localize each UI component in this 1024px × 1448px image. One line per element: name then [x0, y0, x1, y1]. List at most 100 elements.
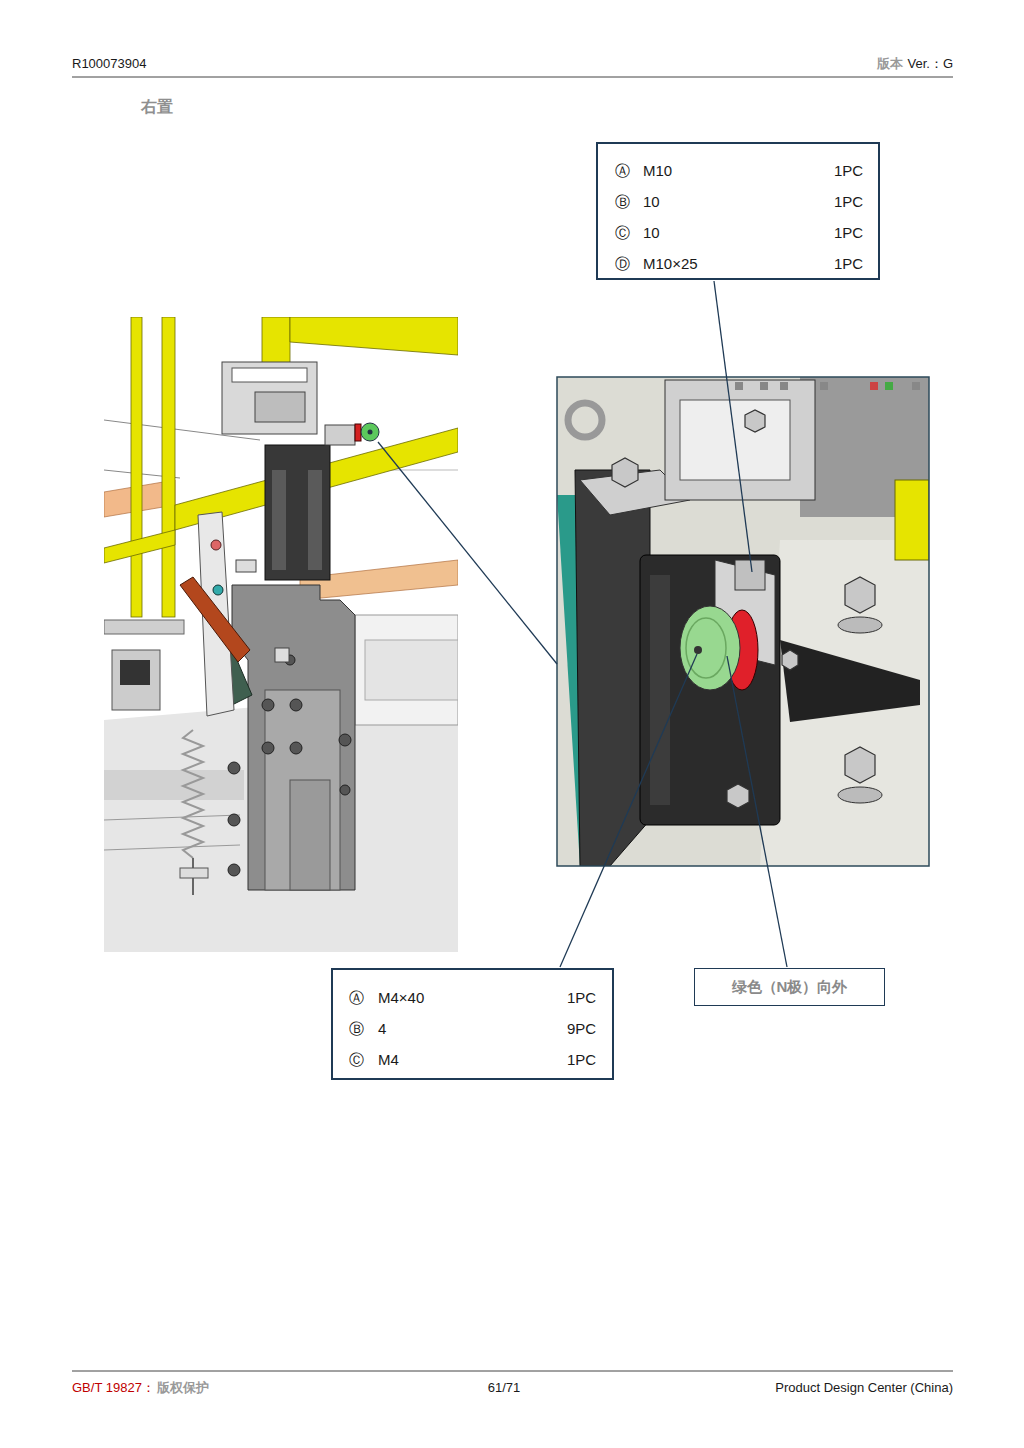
quantity: 1PC — [834, 193, 863, 211]
quantity: 1PC — [834, 255, 863, 273]
leader-lines-shape — [560, 654, 697, 967]
item-letter: Ⓒ — [349, 1051, 364, 1069]
left-render-shape — [255, 392, 305, 422]
left-render-shape — [112, 650, 160, 710]
right-render-shape-shape — [845, 577, 875, 613]
left-render-shape — [355, 424, 361, 441]
right-render-shape-shape — [727, 784, 749, 808]
left-render-shape — [290, 317, 458, 355]
item-letter: Ⓑ — [615, 193, 630, 211]
section-title: 右置 — [141, 97, 173, 117]
part-spec: 10 — [643, 224, 660, 242]
left-render-shape — [325, 425, 355, 445]
right-render-shape-shape — [745, 410, 765, 432]
leader-lines-shape — [727, 656, 787, 967]
right-render-shape-shape — [885, 382, 893, 390]
right-render-shape-shape — [912, 382, 920, 390]
left-render-shape — [120, 660, 150, 685]
left-render-shape — [213, 585, 223, 595]
quantity: 1PC — [567, 1051, 596, 1069]
left-render-shape — [104, 690, 458, 952]
item-letter: Ⓐ — [615, 162, 630, 180]
right-render-shape — [557, 377, 929, 866]
note-box: 绿色（N极）向外 — [694, 968, 885, 1006]
rule-lines-shape — [72, 77, 953, 78]
left-render-shape-shape — [339, 734, 351, 746]
right-render-shape-shape — [735, 382, 743, 390]
right-render-shape — [694, 646, 702, 654]
left-render-shape — [232, 368, 307, 382]
left-render-shape — [361, 423, 379, 441]
department-name: Product Design Center (China) — [775, 1380, 953, 1396]
left-render-shape — [162, 317, 175, 617]
right-render-shape — [650, 575, 670, 805]
left-render-shape — [180, 577, 250, 662]
part-icons — [455, 150, 788, 1066]
left-render-shape — [104, 845, 240, 850]
right-render-shape-shape — [845, 747, 875, 783]
left-render-shape — [272, 470, 286, 570]
right-render-shape-shape — [780, 382, 788, 390]
left-render-shape-shape — [228, 864, 240, 876]
left-render-shape-shape — [290, 699, 302, 711]
right-render-shape-shape — [612, 458, 638, 487]
leader-lines-shape — [714, 281, 752, 572]
left-render-shape-shape — [262, 699, 274, 711]
part-spec: 4 — [378, 1020, 386, 1038]
right-render-shape — [612, 410, 875, 808]
part-spec: M10 — [643, 162, 672, 180]
left-render-shape — [290, 780, 330, 890]
document-number: R100073904 — [72, 56, 146, 72]
left-render-shape — [104, 815, 240, 820]
note-text: 绿色（N极）向外 — [732, 978, 848, 996]
left-render-shape — [262, 317, 290, 365]
left-render-shape-shape — [340, 785, 350, 795]
copyright-note: 版权保护 — [157, 1380, 209, 1396]
right-render-shape-shape — [820, 382, 828, 390]
part-spec: M4 — [378, 1051, 399, 1069]
left-render-shape — [275, 648, 289, 662]
left-render-shape — [308, 470, 322, 570]
version-label: 版本 — [877, 56, 903, 72]
left-render-shape — [232, 585, 355, 890]
right-render-shape-shape — [870, 382, 878, 390]
quantity: 1PC — [834, 224, 863, 242]
leader-lines-shape — [378, 442, 557, 664]
item-letter: Ⓒ — [615, 224, 630, 242]
left-render-shape — [236, 560, 256, 572]
item-letter: Ⓐ — [349, 989, 364, 1007]
left-render-shape — [131, 317, 142, 617]
quantity: 1PC — [567, 989, 596, 1007]
parts-table: ⒶM4×401PCⒷ49PCⒸM41PC — [331, 968, 614, 1080]
left-render-shape-shape — [228, 762, 240, 774]
left-render-shape — [265, 445, 330, 580]
version-value: Ver.：G — [907, 56, 953, 72]
right-render-shape — [838, 787, 882, 803]
right-render-shape — [838, 617, 882, 633]
rule-lines — [72, 77, 953, 1371]
part-spec: M10×25 — [643, 255, 698, 273]
leader-lines — [378, 281, 787, 967]
page-number: 61/71 — [488, 1380, 521, 1396]
quantity: 9PC — [567, 1020, 596, 1038]
right-render-shape — [575, 470, 650, 866]
part-spec: 10 — [643, 193, 660, 211]
item-letter: Ⓑ — [349, 1020, 364, 1038]
quantity: 1PC — [834, 162, 863, 180]
parts-table: Ⓐ M10 1PC Ⓑ 10 1PC Ⓒ 10 1PC Ⓓ M10×25 1PC — [596, 142, 880, 280]
right-render-shape-shape — [782, 650, 798, 670]
right-render-shape — [735, 560, 765, 590]
left-render-shape — [365, 640, 458, 700]
left-render-shape — [104, 530, 175, 563]
left-render-shape — [104, 770, 244, 800]
left-render-shape-shape — [228, 814, 240, 826]
right-render-shape — [640, 555, 780, 825]
item-letter: Ⓓ — [615, 255, 630, 273]
left-render-shape — [211, 540, 221, 550]
left-render-shape — [183, 730, 203, 858]
left-render-shape — [355, 615, 458, 725]
left-render-shape — [368, 430, 373, 435]
right-render-shape-shape — [760, 382, 768, 390]
left-render-shape — [222, 362, 317, 434]
